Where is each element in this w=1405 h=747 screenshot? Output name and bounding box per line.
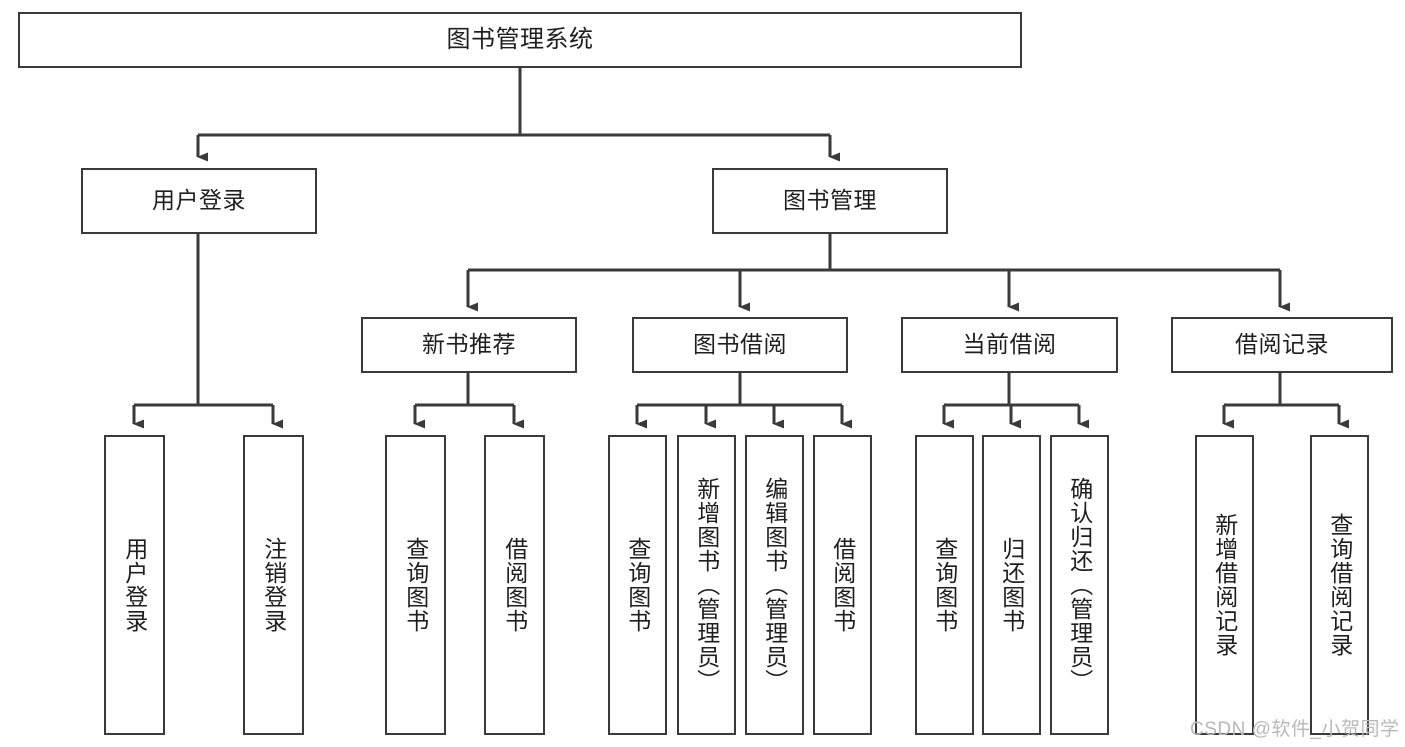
node-leaf-borrow-book-newbook[interactable]: 借阅图书 bbox=[484, 435, 545, 735]
node-leaf-query-borrow-record[interactable]: 查询借阅记录 bbox=[1310, 435, 1369, 735]
node-leaf-user-logout[interactable]: 注销登录 bbox=[243, 435, 304, 735]
node-leaf-add-book-admin[interactable]: 新增图书（管理员） bbox=[677, 435, 736, 735]
node-borrow-records[interactable]: 借阅记录 bbox=[1171, 317, 1393, 373]
node-book-borrow[interactable]: 图书借阅 bbox=[632, 317, 848, 373]
node-leaf-add-borrow-record[interactable]: 新增借阅记录 bbox=[1195, 435, 1254, 735]
node-book-management[interactable]: 图书管理 bbox=[712, 168, 948, 234]
node-leaf-query-book-newbook[interactable]: 查询图书 bbox=[385, 435, 446, 735]
node-leaf-return-book[interactable]: 归还图书 bbox=[982, 435, 1041, 735]
node-leaf-query-book-current[interactable]: 查询图书 bbox=[915, 435, 974, 735]
node-current-borrow[interactable]: 当前借阅 bbox=[901, 317, 1118, 373]
node-root-system[interactable]: 图书管理系统 bbox=[18, 12, 1022, 68]
node-leaf-edit-book-admin[interactable]: 编辑图书（管理员） bbox=[745, 435, 804, 735]
node-leaf-confirm-return-admin[interactable]: 确认归还（管理员） bbox=[1050, 435, 1109, 735]
node-leaf-borrow-book-borrow[interactable]: 借阅图书 bbox=[813, 435, 872, 735]
node-leaf-user-login[interactable]: 用户登录 bbox=[104, 435, 165, 735]
node-leaf-query-book-borrow[interactable]: 查询图书 bbox=[608, 435, 667, 735]
node-new-book-recommend[interactable]: 新书推荐 bbox=[361, 317, 577, 373]
node-user-login[interactable]: 用户登录 bbox=[81, 168, 317, 234]
